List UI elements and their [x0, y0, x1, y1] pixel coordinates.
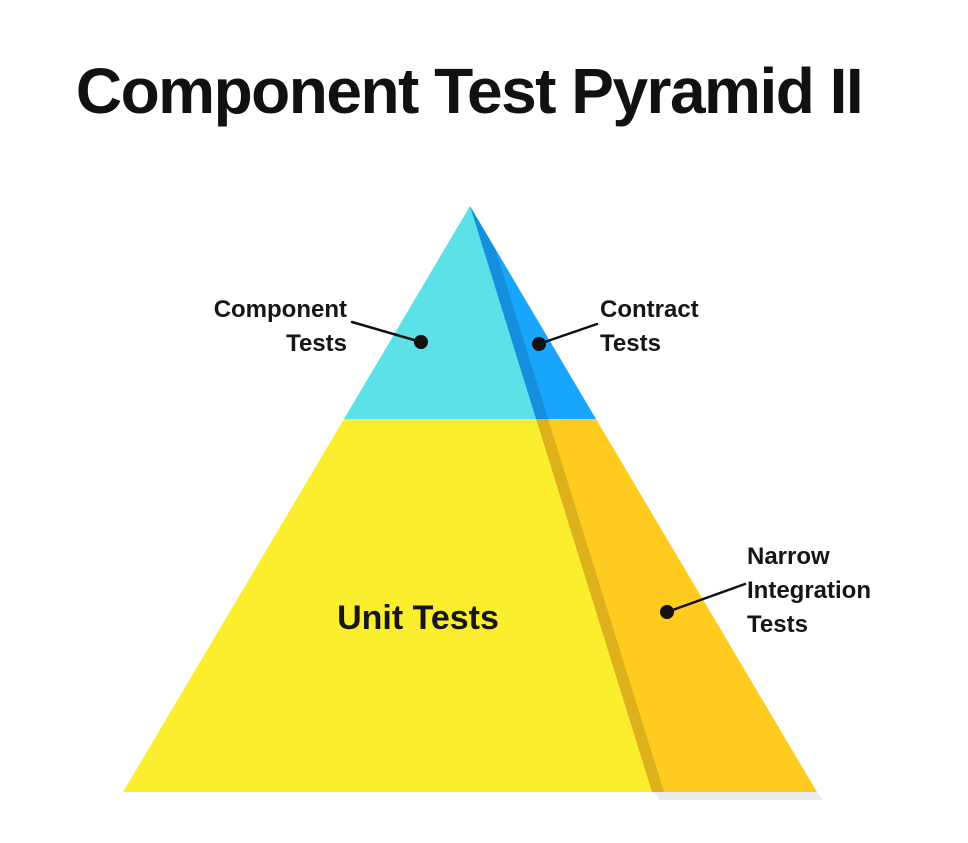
narrow-integration-tests-label-line2: Integration	[747, 577, 871, 604]
component-leader-line	[350, 320, 423, 344]
contract-tests-label: Contract Tests	[600, 293, 699, 361]
contract-tests-label-line1: Contract	[600, 296, 699, 323]
component-tests-region	[344, 206, 536, 419]
unit-tests-region	[123, 419, 652, 792]
contract-leader-dot	[532, 337, 546, 351]
front-edge-shadow-strip	[470, 206, 664, 792]
component-tests-label-line2: Tests	[286, 330, 347, 357]
narrow-integration-leader-dot	[660, 605, 674, 619]
component-tests-label: Component Tests	[214, 293, 347, 361]
component-tests-label-line1: Component	[213, 296, 347, 323]
narrow-integration-tests-label: Narrow Integration Tests	[747, 540, 871, 642]
contract-leader-line	[537, 322, 599, 346]
component-leader-dot	[414, 335, 428, 349]
contract-tests-label-line2: Tests	[600, 330, 661, 357]
narrow-integration-tests-label-line3: Tests	[747, 611, 808, 638]
narrow-integration-tests-label-line1: Narrow	[747, 543, 830, 570]
page-title: Component Test Pyramid II	[75, 55, 864, 127]
pyramid-base-drop-shadow	[654, 792, 823, 800]
narrow-integration-leader-line	[665, 582, 747, 614]
unit-tests-label: Unit Tests	[337, 599, 499, 637]
